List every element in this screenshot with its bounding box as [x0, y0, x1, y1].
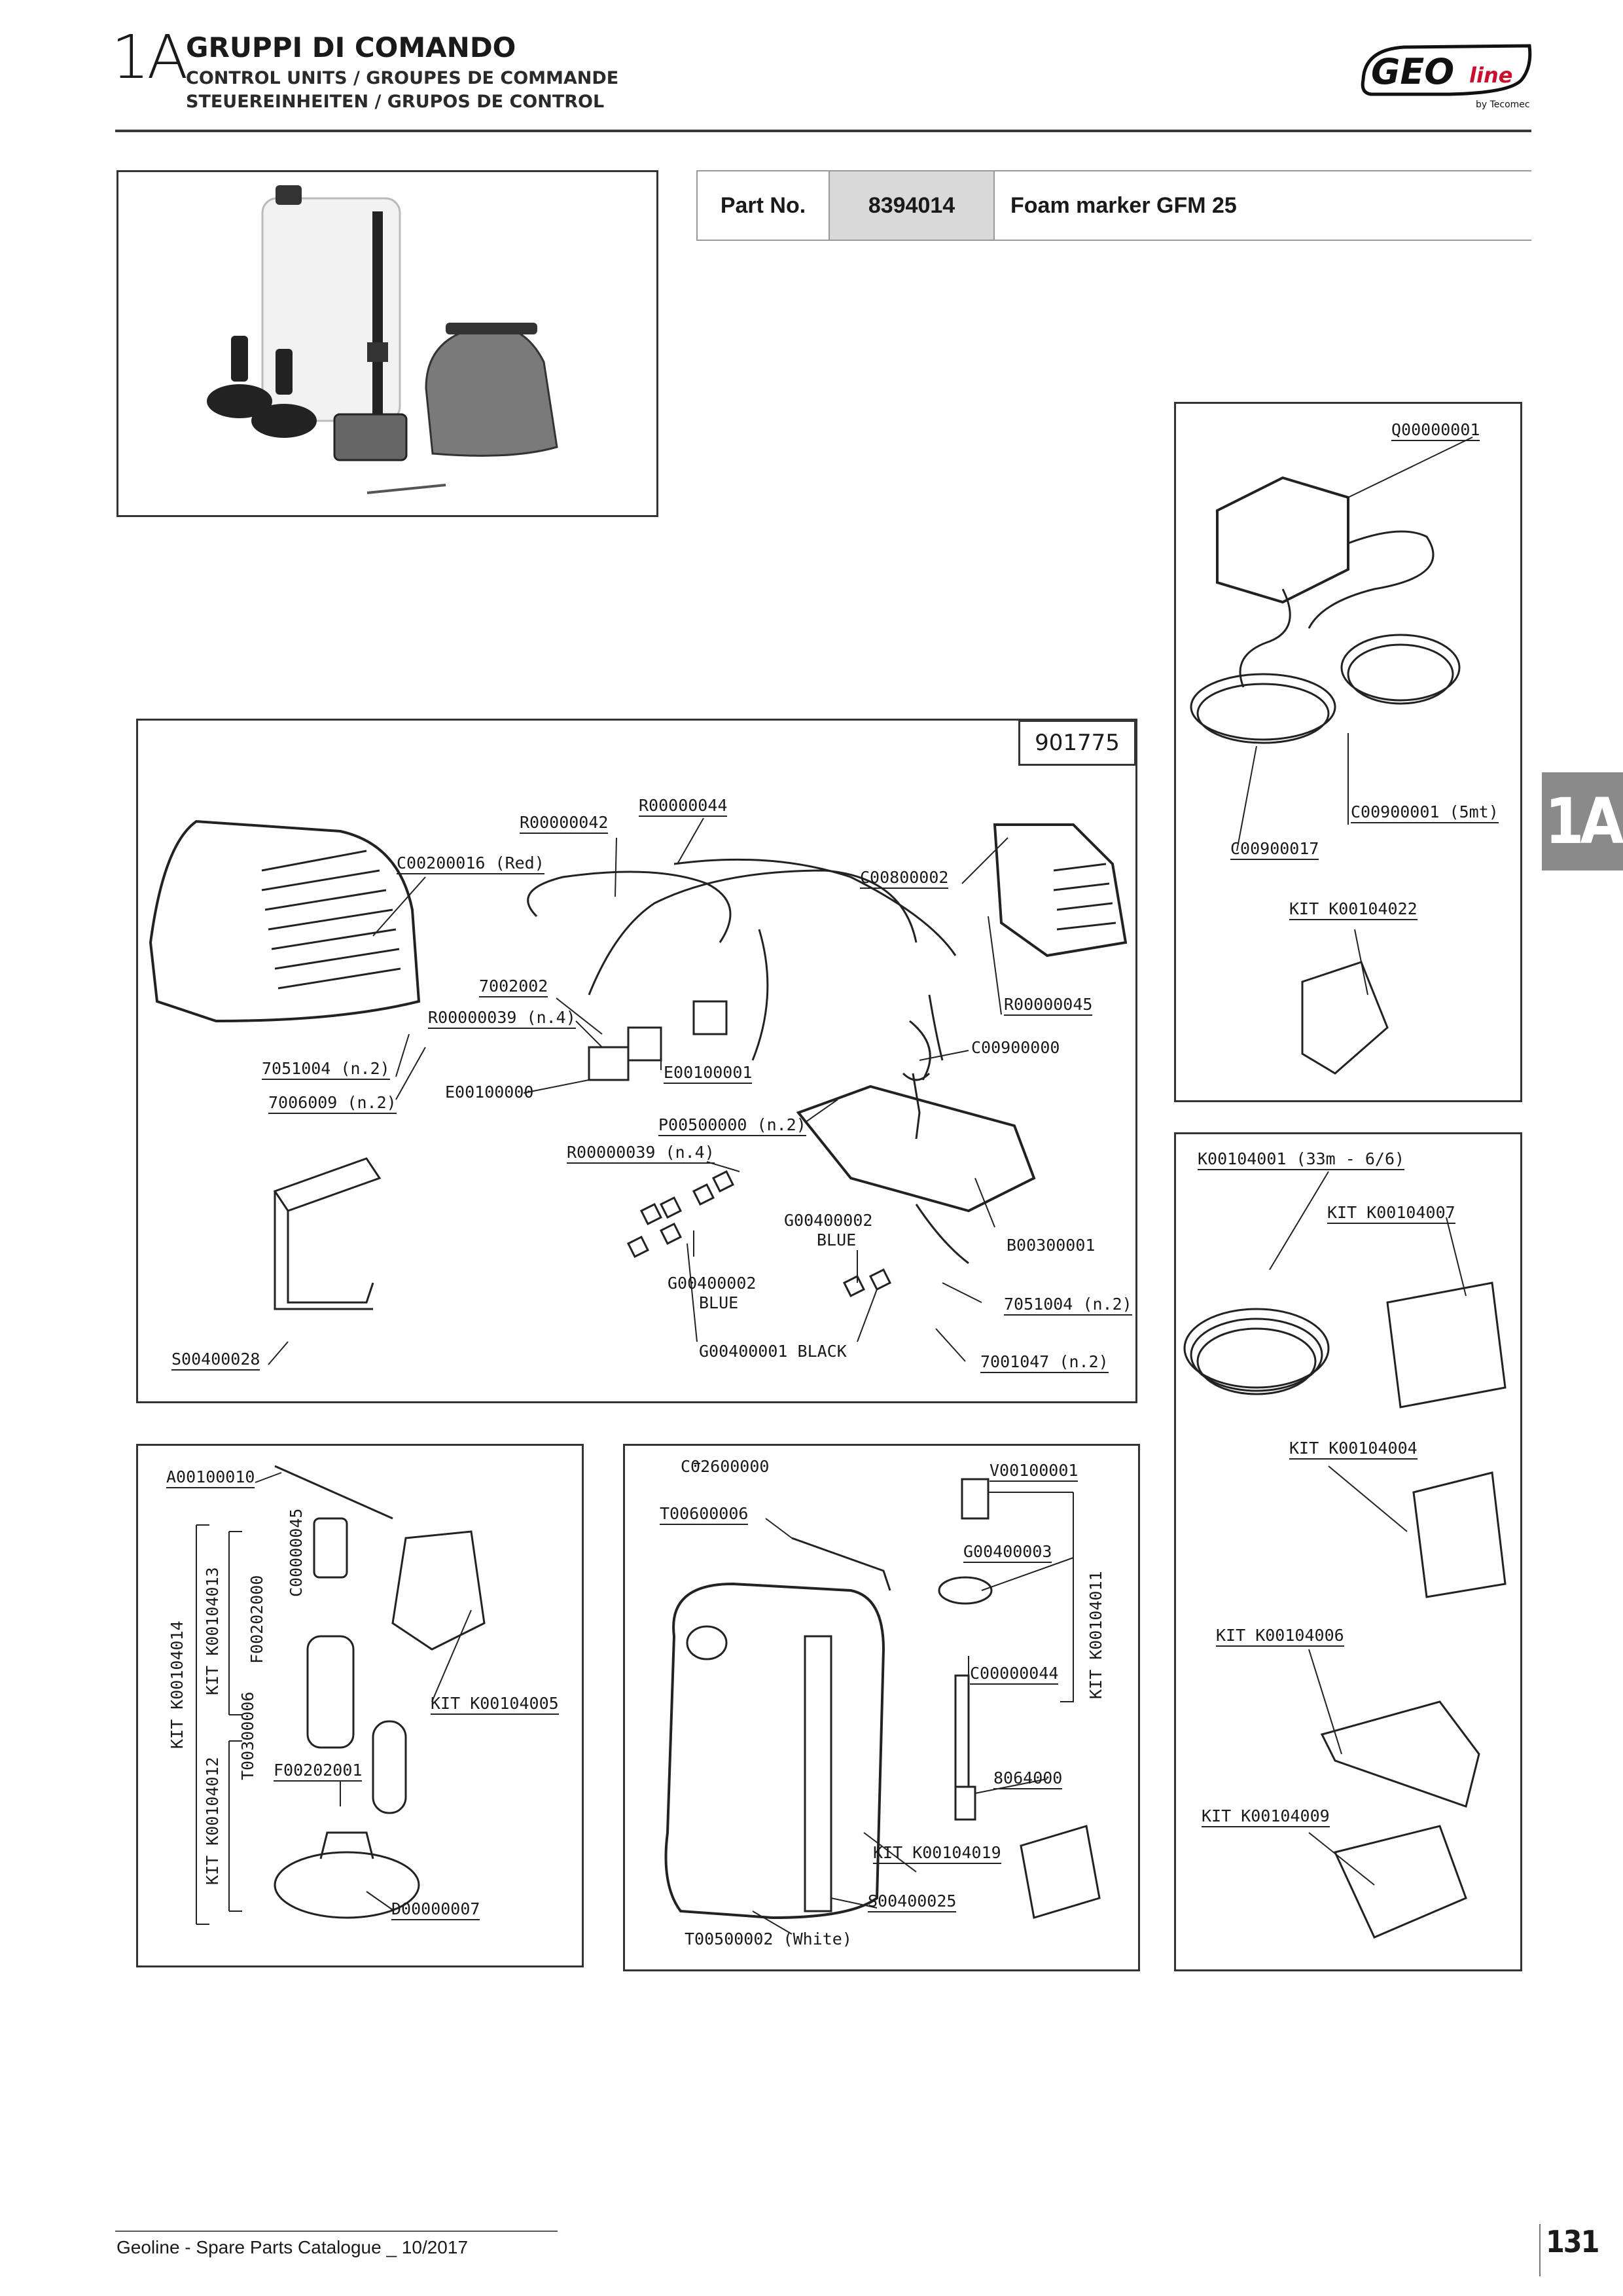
- label-a00100010: A00100010: [166, 1469, 255, 1488]
- label-r00000042: R00000042: [520, 814, 609, 834]
- label-kit-k00104005: KIT K00104005: [431, 1695, 559, 1715]
- label-e00100000: E00100000: [445, 1083, 534, 1102]
- label-kit-k00104011: KIT K00104011: [1086, 1571, 1105, 1699]
- logo-by: by Tecomec: [1476, 99, 1530, 110]
- label-8064000: 8064000: [993, 1770, 1063, 1789]
- label-kit-k00104014: KIT K00104014: [168, 1621, 187, 1749]
- label-s00400025: S00400025: [868, 1893, 957, 1912]
- label-kit-k00104013: KIT K00104013: [203, 1567, 222, 1695]
- label-c00800002: C00800002: [860, 869, 949, 889]
- label-c00900000: C00900000: [971, 1038, 1060, 1057]
- label-7001047: 7001047 (n.2): [980, 1354, 1109, 1373]
- header-rule: [115, 130, 1531, 132]
- section-title: GRUPPI DI COMANDO: [186, 31, 516, 63]
- control-unit-box: [1174, 402, 1522, 1102]
- page-number-rule: [1539, 2224, 1541, 2276]
- label-b00300001: B00300001: [1007, 1236, 1096, 1255]
- label-7051004-a: 7051004 (n.2): [262, 1060, 390, 1080]
- part-number-row: Part No. 8394014 Foam marker GFM 25: [696, 170, 1531, 241]
- label-c00900001: C00900001 (5mt): [1351, 804, 1499, 823]
- part-number-code: 8394014: [829, 171, 995, 240]
- product-photo: [207, 185, 558, 494]
- label-kit-k00104007: KIT K00104007: [1327, 1204, 1455, 1224]
- label-c00000045: C00000045: [287, 1508, 306, 1597]
- label-7051004-b: 7051004 (n.2): [1004, 1296, 1132, 1316]
- page-number: 131: [1546, 2224, 1599, 2259]
- section-subtitle-1: CONTROL UNITS / GROUPES DE COMMANDE: [186, 68, 619, 88]
- kits-box: [1174, 1132, 1522, 1971]
- label-kit-k00104022: KIT K00104022: [1289, 901, 1418, 920]
- label-f00202001: F00202001: [274, 1762, 363, 1782]
- label-t00500002: T00500002 (White): [685, 1929, 852, 1948]
- label-kit-k00104009: KIT K00104009: [1202, 1808, 1330, 1827]
- label-g00400002-b: G00400002: [668, 1274, 757, 1293]
- section-tab: 1A: [1542, 772, 1623, 870]
- label-g00400002-a: G00400002: [784, 1211, 873, 1230]
- label-p00500000: P00500000 (n.2): [658, 1117, 806, 1136]
- footer-rule: [115, 2231, 558, 2232]
- logo-suffix: line: [1469, 63, 1512, 88]
- label-k00104001: K00104001 (33m - 6/6): [1198, 1151, 1405, 1170]
- footer-text: Geoline - Spare Parts Catalogue _ 10/201…: [116, 2237, 469, 2257]
- label-d00000007: D00000007: [391, 1901, 480, 1920]
- label-f00202000: F00202000: [247, 1575, 266, 1664]
- label-kit-k00104004: KIT K00104004: [1289, 1440, 1418, 1460]
- label-c00900017: C00900017: [1230, 840, 1319, 860]
- label-kit-k00104006: KIT K00104006: [1216, 1627, 1344, 1647]
- geoline-logo: GEO line by Tecomec: [1358, 41, 1535, 111]
- label-r00000039-b: R00000039 (n.4): [567, 1144, 715, 1164]
- label-r00000039-a: R00000039 (n.4): [428, 1009, 576, 1029]
- label-kit-k00104019: KIT K00104019: [873, 1844, 1001, 1864]
- label-t00300006: T00300006: [238, 1691, 257, 1780]
- logo-text: GEO: [1371, 51, 1454, 92]
- label-v00100001: V00100001: [990, 1462, 1079, 1482]
- part-number-label: Part No.: [696, 171, 829, 240]
- label-blue-a: BLUE: [817, 1230, 857, 1249]
- label-s00400028: S00400028: [171, 1351, 260, 1371]
- label-r00000045: R00000045: [1004, 996, 1093, 1016]
- part-description: Foam marker GFM 25: [1010, 192, 1237, 218]
- label-g00400003: G00400003: [963, 1543, 1052, 1563]
- label-r00000044: R00000044: [639, 797, 728, 817]
- label-7002002: 7002002: [479, 978, 548, 997]
- label-g00400001: G00400001 BLACK: [699, 1342, 847, 1361]
- label-c02600000: C02600000: [681, 1457, 770, 1476]
- section-number: 1A: [111, 22, 188, 92]
- product-photo-box: [116, 170, 658, 517]
- drawing-number: 901775: [1018, 720, 1136, 766]
- label-c00000044: C00000044: [970, 1665, 1059, 1685]
- label-kit-k00104012: KIT K00104012: [203, 1757, 222, 1885]
- label-q00000001: Q00000001: [1391, 422, 1480, 441]
- label-c00200016: C00200016 (Red): [397, 855, 544, 874]
- label-e00100001: E00100001: [664, 1064, 753, 1084]
- label-blue-b: BLUE: [699, 1293, 739, 1312]
- section-subtitle-2: STEUEREINHEITEN / GRUPOS DE CONTROL: [186, 92, 605, 112]
- label-t00600006: T00600006: [660, 1505, 749, 1525]
- label-7006009: 7006009 (n.2): [268, 1094, 397, 1114]
